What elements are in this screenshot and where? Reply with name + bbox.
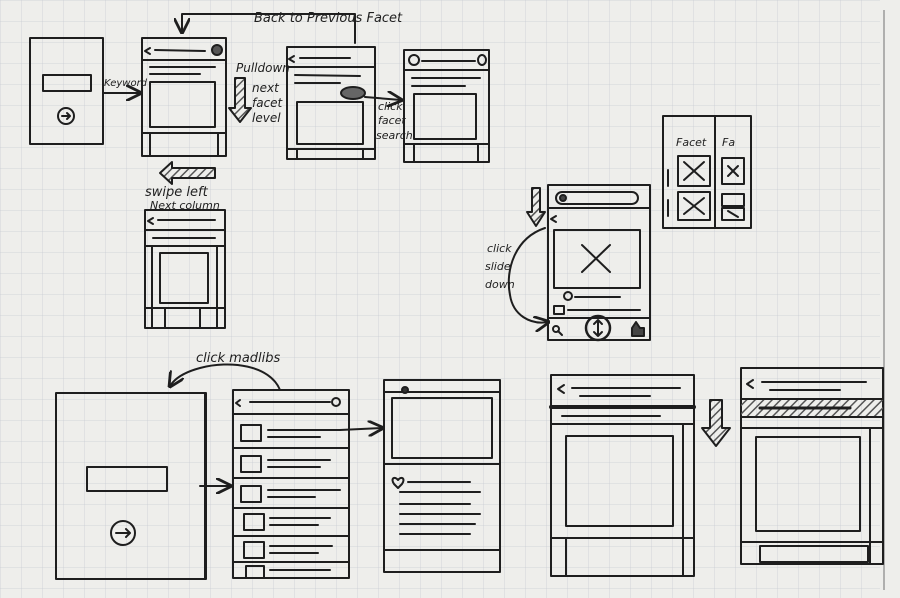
note-next-column: Next column <box>150 199 220 212</box>
sketch-next-column <box>144 209 226 329</box>
note-click-slide-0: click <box>487 242 512 255</box>
note-keyword: Keyword <box>104 78 148 89</box>
note-facet-header-1: Facet <box>676 136 707 149</box>
note-click-slide-1: slide <box>485 260 511 273</box>
search-icon <box>555 191 639 205</box>
close-circle-icon <box>211 44 223 56</box>
note-swipe-left: swipe left <box>145 185 209 200</box>
note-facet-header-2: Fa <box>722 136 735 149</box>
sketch-facet-2 <box>403 49 490 163</box>
note-click-facet-2: search <box>376 129 413 142</box>
note-click-facet-0: click <box>378 100 403 113</box>
note-pulldown-3: level <box>252 111 281 125</box>
back-arrow-icon <box>144 47 151 55</box>
note-back-to-previous: Back to Previous Facet <box>254 11 403 26</box>
sketch-detail-page <box>383 379 501 573</box>
note-pulldown-1: next <box>252 81 280 95</box>
slide-down-arrow-small <box>526 187 546 227</box>
sketch-results-1 <box>141 37 227 157</box>
note-pulldown-0: Pulldown <box>236 61 290 75</box>
heart-icon <box>391 476 405 489</box>
thumb-icon <box>631 321 645 337</box>
sketch-results-shaded <box>740 367 884 565</box>
swipe-left-arrow <box>159 161 216 185</box>
sketch-facet-1 <box>286 46 376 160</box>
arrow-circle-icon-large <box>110 520 136 546</box>
sketch-detail <box>547 184 651 342</box>
note-click-madlibs: click madlibs <box>196 351 281 366</box>
sketch-madlibs-list <box>232 389 350 579</box>
note-click-facet-1: facet <box>378 114 406 127</box>
sketch-landing-small <box>29 37 104 145</box>
sketch-results-wide <box>549 374 696 577</box>
arrow-circle-icon <box>57 107 75 125</box>
note-click-slide-2: down <box>485 278 515 291</box>
click-madlibs-arrow <box>170 363 281 391</box>
grid <box>0 0 880 598</box>
slide-down-arrow-large <box>701 399 731 447</box>
sketch-facet-table <box>662 115 752 229</box>
pulldown-arrow <box>228 77 252 123</box>
back-to-previous-arrow <box>182 13 356 44</box>
click-slide-arrow <box>507 227 548 323</box>
note-pulldown-2: facet <box>252 96 284 110</box>
click-facet-arrow <box>364 97 401 100</box>
madlibs-arrow <box>339 428 382 430</box>
